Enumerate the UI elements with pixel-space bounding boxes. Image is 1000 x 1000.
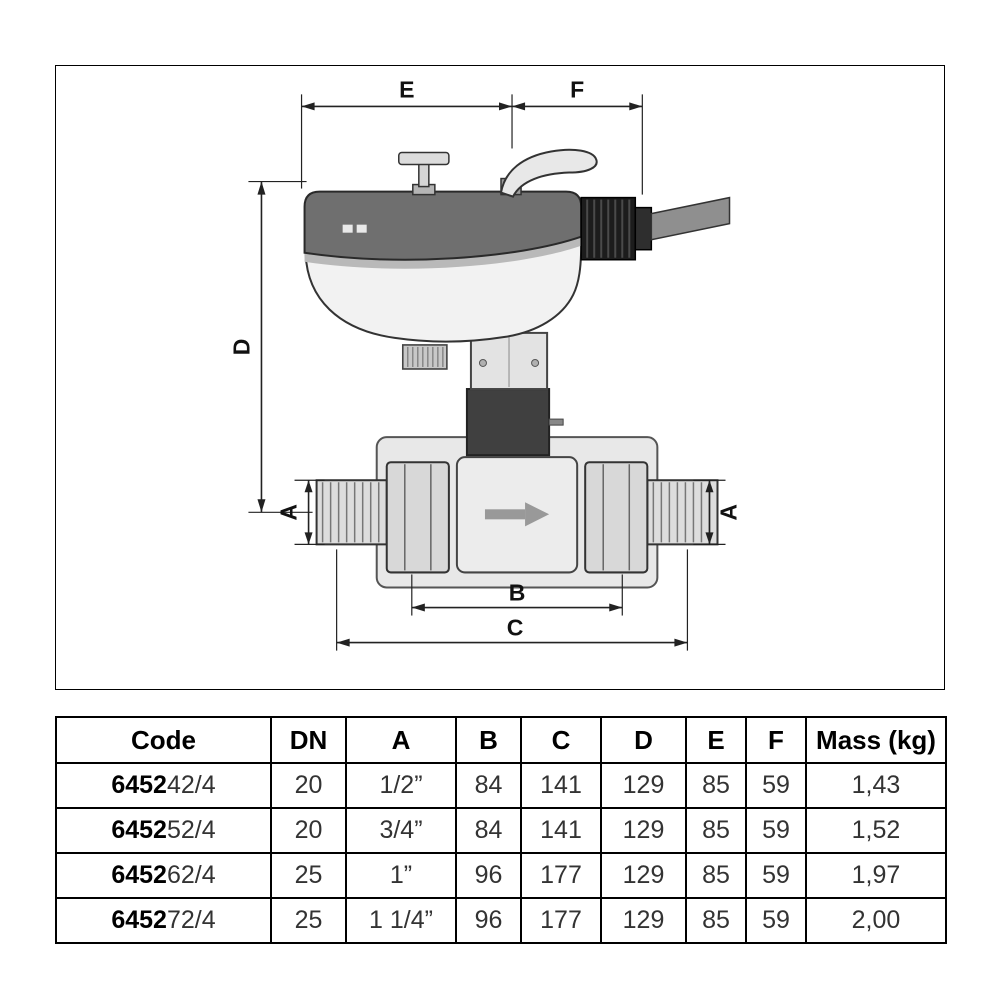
table-row: 645242/4 20 1/2” 84 141 129 85 59 1,43 [55,762,947,809]
motor-adapter-block [465,388,564,457]
actuator-cover [303,190,583,261]
dimension-d: D [228,180,313,513]
cell-code: 645242/4 [55,762,272,809]
cell-dn: 20 [270,762,347,809]
col-header-dn: DN [270,716,347,764]
cell-f: 59 [745,897,807,944]
cell-e: 85 [685,762,747,809]
manual-lever [499,148,598,198]
cell-c: 141 [520,807,602,854]
code-suffix: 42/4 [166,771,216,799]
cell-a: 1” [345,852,457,899]
col-header-b: B [455,716,522,764]
dimension-a-left: A [276,479,325,545]
cell-d: 129 [600,852,687,899]
cell-f: 59 [745,852,807,899]
cell-a: 3/4” [345,807,457,854]
table-row: 645262/4 25 1” 96 177 129 85 59 1,97 [55,852,947,899]
cell-d: 129 [600,807,687,854]
cell-d: 129 [600,897,687,944]
cell-c: 141 [520,762,602,809]
dimension-a-right: A [693,479,742,545]
dimension-e: E [300,76,513,189]
dimension-d-label: D [228,339,254,356]
cell-dn: 25 [270,852,347,899]
cell-b: 96 [455,897,522,944]
cell-c: 177 [520,897,602,944]
union-nut-right [584,461,649,574]
valve-assembly [303,148,731,589]
code-prefix: 6452 [111,816,167,844]
valve-dimension-drawing: E F D [228,76,742,651]
col-header-f: F [745,716,807,764]
col-header-c: C [520,716,602,764]
cell-dn: 20 [270,807,347,854]
flow-direction-arrow [484,502,550,527]
table-row: 645272/4 25 1 1/4” 96 177 129 85 59 2,00 [55,897,947,944]
dimension-e-label: E [399,76,414,102]
table-header-row: Code DN A B C D E F Mass (kg) [55,716,947,764]
cell-a: 1/2” [345,762,457,809]
indicator-windows [342,224,367,233]
dimensions-table: Code DN A B C D E F Mass (kg) 645242/4 2… [55,716,947,944]
col-header-mass: Mass (kg) [805,716,947,764]
dimension-c: C [336,549,689,651]
power-cable [650,196,731,241]
cell-f: 59 [745,807,807,854]
cell-code: 645252/4 [55,807,272,854]
cell-e: 85 [685,852,747,899]
cell-b: 96 [455,852,522,899]
cell-b: 84 [455,762,522,809]
code-prefix: 6452 [111,771,167,799]
col-header-code: Code [55,716,272,764]
col-header-a: A [345,716,457,764]
dimension-a-left-label: A [276,504,302,521]
cover-shadow-band [304,236,582,269]
adapter-pin [548,418,564,426]
cell-mass: 1,43 [805,762,947,809]
code-prefix: 6452 [111,861,167,889]
table-row: 645252/4 20 3/4” 84 141 129 85 59 1,52 [55,807,947,854]
adjuster-knob [401,344,448,370]
cell-code: 645272/4 [55,897,272,944]
cell-e: 85 [685,807,747,854]
technical-drawing-panel: E F D [55,65,945,690]
cell-code: 645262/4 [55,852,272,899]
dimension-f-label: F [570,76,584,102]
union-nut-left [385,461,450,574]
cable-gland [580,196,653,261]
dimension-b-label: B [509,580,526,606]
code-prefix: 6452 [111,906,167,934]
col-header-e: E [685,716,747,764]
cell-dn: 25 [270,897,347,944]
pipe-thread-left [315,479,388,546]
dimension-a-right-label: A [716,504,742,521]
dimension-b: B [411,574,623,616]
cell-mass: 1,52 [805,807,947,854]
code-suffix: 62/4 [166,861,216,889]
cell-d: 129 [600,762,687,809]
code-suffix: 72/4 [166,906,216,934]
dimension-f: F [512,76,643,195]
cell-c: 177 [520,852,602,899]
cell-mass: 1,97 [805,852,947,899]
cell-f: 59 [745,762,807,809]
stem-bracket [469,331,549,391]
cell-b: 84 [455,807,522,854]
code-suffix: 52/4 [166,816,216,844]
col-header-d: D [600,716,687,764]
cell-e: 85 [685,897,747,944]
dimension-c-label: C [507,615,524,641]
cell-a: 1 1/4” [345,897,457,944]
t-handle-knob [398,151,450,196]
cell-mass: 2,00 [805,897,947,944]
